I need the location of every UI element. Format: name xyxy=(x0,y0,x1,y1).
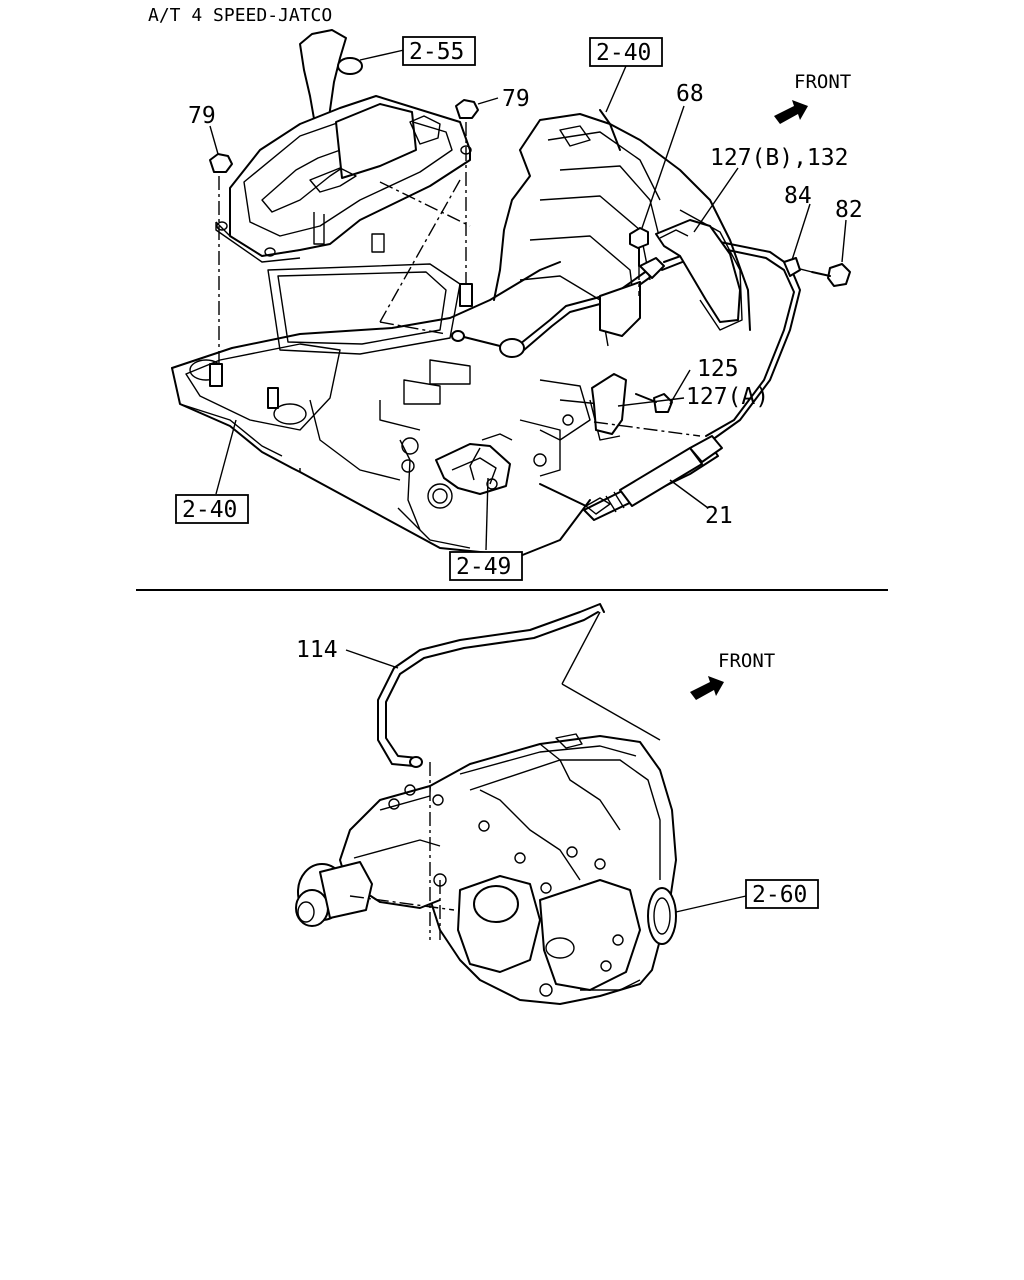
lower-alignment-line-2 xyxy=(349,895,455,911)
callout-82: 82 xyxy=(835,197,863,223)
callout-79-left: 79 xyxy=(188,103,216,129)
ref-box-2-40-bottom[interactable] xyxy=(175,494,249,524)
breather-hose-drawing xyxy=(377,603,661,768)
bracket-a-drawing xyxy=(591,281,641,435)
ref-2-60: 2-60 xyxy=(752,882,807,908)
callout-21: 21 xyxy=(705,503,733,529)
transfer-case-drawing xyxy=(295,733,677,1005)
bracket-b-drawing xyxy=(655,219,741,323)
upper-view: FRONT 2-55 2-40 2-40 2-49 79 79 68 127(B… xyxy=(171,29,863,581)
bolt-125-drawing xyxy=(635,393,673,413)
ref-2-40-top: 2-40 xyxy=(596,40,651,66)
upper-leader-lines xyxy=(209,49,847,551)
shift-linkage-drawing xyxy=(435,433,513,495)
diagram-title: A/T 4 SPEED-JATCO xyxy=(148,5,332,26)
ref-2-55: 2-55 xyxy=(409,39,464,65)
ref-box-2-60[interactable] xyxy=(745,879,819,909)
callout-68: 68 xyxy=(676,81,704,107)
callout-84: 84 xyxy=(784,183,812,209)
ref-box-2-40-top[interactable] xyxy=(589,37,663,67)
shift-lever-assembly-drawing xyxy=(215,29,472,263)
bolt-68-drawing xyxy=(629,227,649,296)
alignment-lines xyxy=(218,122,471,364)
stud-right xyxy=(459,283,473,307)
ref-2-40-bottom: 2-40 xyxy=(182,497,237,523)
bracket-a-dashline xyxy=(593,421,701,437)
floor-panel-drawing xyxy=(171,261,591,557)
lower-view: FRONT 2-60 114 xyxy=(295,603,819,1005)
callout-79-right: 79 xyxy=(502,86,530,112)
ref-box-2-55[interactable] xyxy=(402,36,476,66)
callout-127b-132: 127(B),132 xyxy=(710,145,848,171)
front-arrow-icon-lower xyxy=(690,676,724,700)
nut-right-drawing xyxy=(455,99,479,119)
leader-2-60 xyxy=(675,895,747,913)
ref-2-49: 2-49 xyxy=(456,554,511,580)
nut-left-drawing xyxy=(209,153,233,173)
callout-125: 125 xyxy=(697,356,739,382)
front-label-upper: FRONT xyxy=(794,71,851,93)
front-arrow-icon xyxy=(774,100,808,124)
shift-cable-drawing xyxy=(451,241,801,521)
front-label-lower: FRONT xyxy=(718,650,775,672)
stud-rear xyxy=(267,387,279,409)
stud-left xyxy=(209,363,223,387)
ref-box-2-49[interactable] xyxy=(449,551,523,581)
leader-114 xyxy=(345,649,399,669)
bolt-82-drawing xyxy=(795,263,851,287)
callout-114: 114 xyxy=(296,637,338,663)
callout-127a: 127(A) xyxy=(686,384,769,410)
